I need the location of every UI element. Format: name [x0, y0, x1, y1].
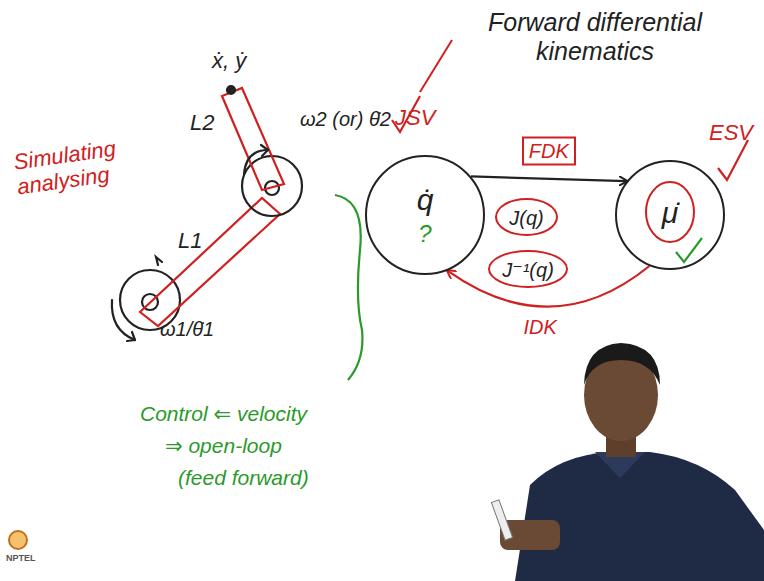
side-note: Simulating analysing — [12, 133, 138, 200]
link-label: L2 — [190, 110, 214, 135]
symbol-text: q̇ — [367, 183, 483, 218]
jacobian-oval: J(q) — [495, 198, 558, 236]
connector-arrow — [471, 176, 627, 181]
space-heading: ESV — [709, 120, 753, 145]
jacobian-text: J(q) — [497, 207, 556, 230]
presenter-figure — [491, 343, 764, 581]
symbol-text: μ̇ — [617, 196, 723, 231]
note-text: Control ⇐ velocity — [140, 402, 307, 426]
space-circle: ESVμ̇ — [615, 160, 725, 270]
note-text: ⇒ open-loop — [165, 434, 282, 458]
check-mark — [676, 238, 702, 262]
logo-mark — [9, 531, 27, 549]
joint-rate-label: ω2 (or) θ̇2 — [300, 108, 391, 131]
link-label: L1 — [178, 228, 202, 253]
logo-text: NPTEL — [6, 553, 36, 563]
space-circle: JSVq̇? — [365, 155, 485, 275]
question-mark: ? — [367, 220, 483, 248]
leader-line — [420, 40, 452, 92]
edge-label: IDK — [519, 314, 562, 339]
robot-arm — [112, 86, 302, 341]
jacobian-text: J⁻¹(q) — [490, 259, 566, 282]
joint-rate-label: ω1/θ̇1 — [160, 318, 214, 341]
heading-note: Forward differential kinematics — [445, 8, 745, 66]
check-mark — [718, 140, 748, 180]
edge-label: FDK — [522, 136, 576, 165]
space-heading: JSV — [395, 105, 435, 130]
bracket — [335, 195, 362, 380]
jacobian-oval: J⁻¹(q) — [488, 250, 568, 288]
note-text: (feed forward) — [178, 466, 309, 490]
velocity-label: ẋ, ẏ — [212, 48, 246, 73]
